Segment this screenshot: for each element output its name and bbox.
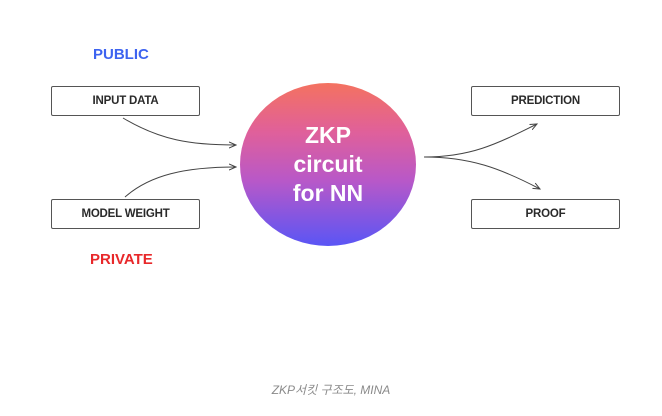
- arrow-input-data: [122, 117, 236, 145]
- circuit-line-3: for NN: [292, 180, 364, 206]
- zkp-circuit-node: ZKP circuit for NN: [240, 83, 416, 246]
- input-data-box: INPUT DATA: [51, 86, 200, 116]
- figure-caption: ZKP서킷 구조도, MINA: [271, 383, 391, 397]
- circuit-line-2: circuit: [293, 151, 363, 177]
- proof-box: PROOF: [471, 199, 620, 229]
- arrow-prediction: [423, 124, 537, 158]
- arrow-model-weight: [124, 167, 236, 198]
- public-label: PUBLIC: [93, 46, 149, 63]
- circuit-line-1: ZKP: [305, 122, 351, 148]
- prediction-box: PREDICTION: [471, 86, 620, 116]
- private-label: PRIVATE: [90, 251, 153, 268]
- arrow-proof: [423, 156, 540, 189]
- model-weight-box: MODEL WEIGHT: [51, 199, 200, 229]
